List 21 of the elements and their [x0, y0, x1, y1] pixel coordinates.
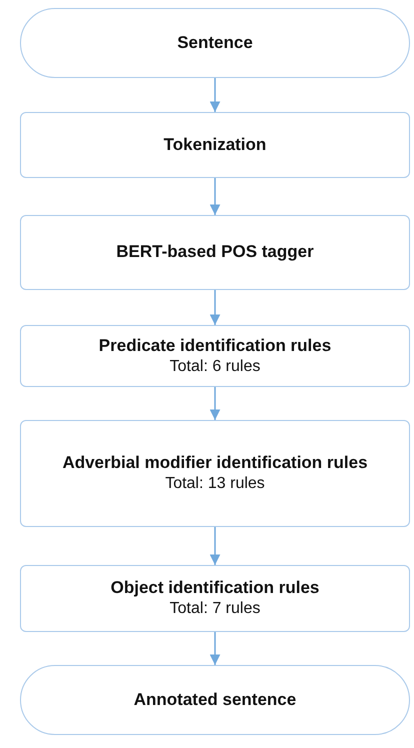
node-title: Predicate identification rules	[98, 334, 332, 357]
process-box	[20, 420, 410, 527]
arrow	[210, 178, 220, 215]
process-box	[20, 325, 410, 387]
node-title: Annotated sentence	[134, 688, 296, 711]
arrow	[210, 527, 220, 565]
node-title: BERT-based POS tagger	[116, 241, 314, 264]
node-subtitle: Total: 6 rules	[170, 356, 260, 377]
arrow	[210, 387, 220, 420]
node-title: Sentence	[177, 32, 253, 54]
arrow	[210, 632, 220, 665]
arrow	[210, 290, 220, 325]
arrow	[210, 78, 220, 112]
node-title: Tokenization	[164, 134, 266, 156]
node-title: Object identification rules	[110, 577, 320, 600]
process-box	[20, 112, 410, 178]
process-box	[20, 215, 410, 290]
node-subtitle: Total: 7 rules	[170, 599, 260, 620]
process-box	[20, 565, 410, 632]
node-title: Adverbial modifier identification rules	[62, 452, 368, 474]
node-subtitle: Total: 13 rules	[165, 474, 265, 494]
